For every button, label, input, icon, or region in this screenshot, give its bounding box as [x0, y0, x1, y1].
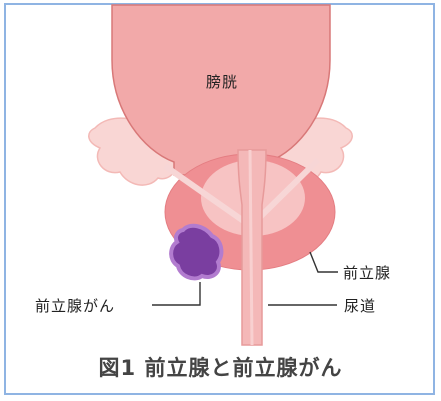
prostate-label: 前立腺 [343, 262, 391, 283]
cancer-label: 前立腺がん [35, 295, 115, 316]
cancer-leader-line [152, 282, 200, 305]
urethra-label: 尿道 [344, 295, 376, 316]
bladder-label: 膀胱 [206, 71, 238, 92]
urethra-lumen [250, 150, 252, 345]
figure-caption: 図1 前立腺と前立腺がん [0, 352, 441, 382]
prostate-leader-line [310, 252, 338, 272]
